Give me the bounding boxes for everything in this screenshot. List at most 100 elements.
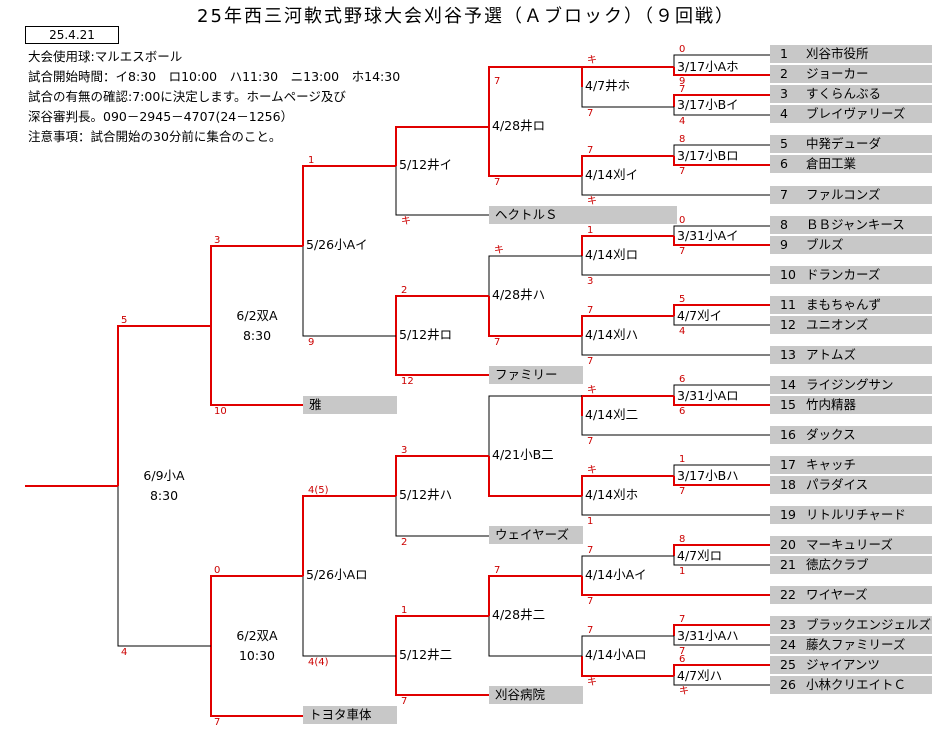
team-name: 刈谷市役所 — [806, 46, 869, 61]
team-name: マーキュリーズ — [806, 537, 893, 552]
seeded-team: ヘクトルＳ — [489, 206, 677, 224]
game-label: 3/31小Aロ — [677, 388, 739, 403]
team-name: ファルコンズ — [806, 187, 881, 202]
score-mark: 0 — [679, 215, 686, 226]
final-game: 6/9小A 8:30 — [143, 468, 185, 503]
score-mark: 4 — [679, 116, 686, 127]
score-mark: 3 — [587, 276, 594, 287]
team-number: 21 — [780, 557, 796, 572]
team-number: 9 — [780, 237, 788, 252]
team-box: 26 小林クリエイトＣ — [770, 676, 932, 694]
score-mark: 7 — [214, 717, 221, 728]
team-name: 藤久ファミリーズ — [806, 637, 906, 652]
team-number: 26 — [780, 677, 796, 692]
seeded-team: 雅 — [303, 396, 397, 414]
score-mark: 7 — [679, 246, 686, 257]
score-mark: 7 — [494, 337, 501, 348]
score-mark: キ — [587, 465, 597, 476]
team-box: 7 ファルコンズ — [770, 186, 932, 204]
score-mark: 7 — [587, 108, 594, 119]
score-mark: 4 — [679, 326, 686, 337]
semi-game: 6/2双A 8:30 — [236, 308, 278, 343]
game-label: 4/28井二 — [492, 607, 546, 622]
info-block: 大会使用球:マルエスボール 試合開始時間：イ8:30 ロ10:00 ハ11:30… — [28, 47, 400, 147]
game-label: 4/14刈ハ — [585, 327, 639, 342]
team-number: 2 — [780, 66, 788, 81]
team-box: 21 徳広クラブ — [770, 556, 932, 574]
score-mark: 7 — [679, 84, 686, 95]
team-name: ブラックエンジェルズ — [806, 617, 932, 632]
game-label: 3/17小Bイ — [677, 97, 739, 112]
team-name: ブレイヴァリーズ — [806, 106, 906, 121]
team-box: 6 倉田工業 — [770, 155, 932, 173]
score-mark: 3 — [401, 445, 408, 456]
round4-lines — [395, 126, 489, 696]
score-mark: 0 — [214, 565, 221, 576]
team-name: 竹内精器 — [806, 397, 857, 412]
score-mark: 9 — [679, 76, 686, 87]
team-number: 17 — [780, 457, 796, 472]
team-number: 4 — [780, 106, 788, 121]
team-name: ライジングサン — [806, 377, 894, 392]
seeded-team: トヨタ車体 — [303, 706, 397, 724]
team-name: ダックス — [806, 427, 856, 442]
score-mark: 7 — [587, 356, 594, 367]
score-mark: 7 — [494, 177, 501, 188]
team-box: 20 マーキュリーズ — [770, 536, 932, 554]
score-mark: 6 — [679, 406, 686, 417]
game-label: 4/14小Aロ — [585, 647, 647, 662]
game-label: 5/12井ハ — [399, 487, 453, 502]
game-label: 5/26小Aイ — [306, 237, 368, 252]
score-mark: 7 — [587, 145, 594, 156]
team-name: ジョーカー — [806, 66, 869, 81]
team-name: すくらんぶる — [806, 86, 882, 101]
score-mark: キ — [587, 677, 597, 688]
score-mark: 7 — [587, 436, 594, 447]
team-box: 1 刈谷市役所 — [770, 45, 932, 63]
info-line: 深谷審判長。090－2945－4707(24－1256） — [28, 109, 294, 124]
score-mark: 4 — [121, 647, 128, 658]
seeded-team: 刈谷病院 — [489, 686, 583, 704]
team-number: 8 — [780, 217, 788, 232]
team-number: 19 — [780, 507, 796, 522]
score-mark: キ — [587, 385, 597, 396]
team-number: 10 — [780, 267, 796, 282]
score-mark: 1 — [308, 155, 315, 166]
team-box: 2 ジョーカー — [770, 65, 932, 83]
score-mark: キ — [587, 55, 597, 66]
game-label: 4/14刈ホ — [585, 487, 639, 502]
team-name: 小林クリエイトＣ — [806, 677, 907, 692]
game-label: 5/26小Aロ — [306, 567, 368, 582]
team-name: ジャイアンツ — [806, 657, 880, 672]
team-number: 5 — [780, 136, 788, 151]
game-label: 4/7刈ロ — [677, 548, 723, 563]
score-mark: 5 — [121, 315, 128, 326]
team-box: 25 ジャイアンツ — [770, 656, 932, 674]
team-number: 6 — [780, 156, 788, 171]
team-name: 倉田工業 — [806, 156, 857, 171]
score-mark: 5 — [679, 294, 686, 305]
team-name: 徳広クラブ — [806, 557, 869, 572]
team-name: ドランカーズ — [806, 267, 881, 282]
score-mark: 1 — [587, 225, 594, 236]
team-number: 11 — [780, 297, 796, 312]
team-number: 20 — [780, 537, 796, 552]
round2-lines — [581, 66, 770, 677]
team-name: パラダイス — [806, 477, 869, 492]
team-number: 7 — [780, 187, 788, 202]
game-label: 5/12井イ — [399, 157, 453, 172]
team-number: 23 — [780, 617, 796, 632]
team-name: キャッチ — [806, 457, 857, 472]
game-label: 5/12井二 — [399, 647, 453, 662]
team-number: 25 — [780, 657, 796, 672]
team-number: 3 — [780, 86, 788, 101]
score-mark: 1 — [679, 454, 686, 465]
team-number: 1 — [780, 46, 788, 61]
team-name: リトルリチャード — [806, 507, 906, 522]
